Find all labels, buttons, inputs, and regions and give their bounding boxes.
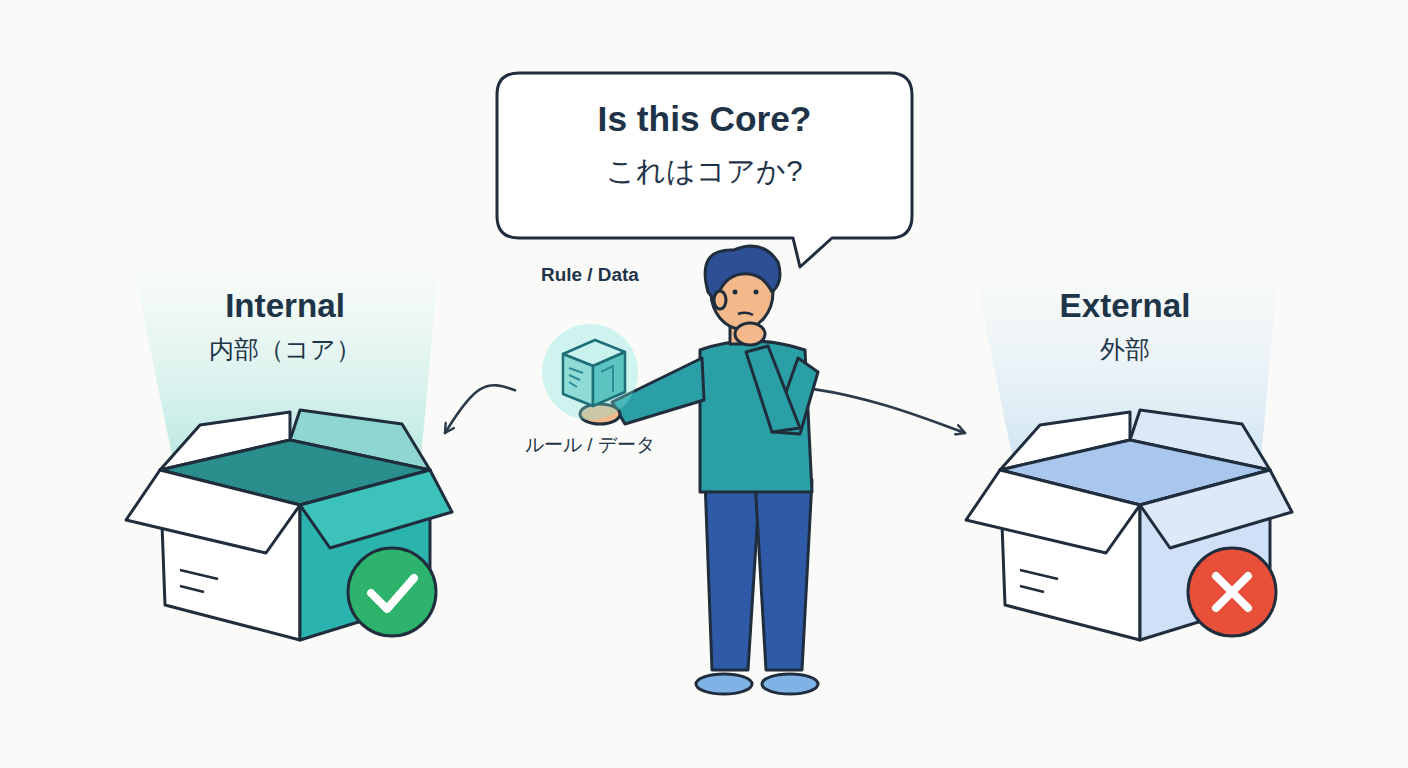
heading-text: Rule / Data <box>515 264 665 286</box>
sub-text: 内部（コア） <box>125 335 445 364</box>
speech-bubble: Is this Core? これはコアか? <box>497 73 912 238</box>
rule-data-cube: Rule / Data ルール / データ <box>515 262 665 487</box>
heading-text: Is this Core? <box>497 99 912 140</box>
external-box <box>966 410 1292 640</box>
category-box: External 外部 <box>965 283 1285 640</box>
arrow-connector <box>445 385 515 433</box>
heading-text: External <box>965 287 1285 325</box>
category-box: Internal 内部（コア） <box>125 283 445 640</box>
sub-text: ルール / データ <box>515 434 665 456</box>
internal-box <box>126 410 452 640</box>
person <box>580 246 818 694</box>
sub-text: これはコアか? <box>497 154 912 188</box>
heading-text: Internal <box>125 287 445 325</box>
sub-text: 外部 <box>965 335 1285 364</box>
